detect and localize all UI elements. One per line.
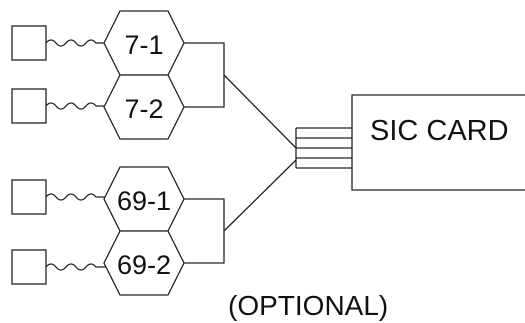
sic-card-box (351, 94, 525, 191)
group-7: 7-1 7-2 (11, 10, 225, 140)
connector (295, 127, 352, 169)
device-box-69-2 (11, 249, 47, 285)
wavy-cable-69-2 (45, 263, 108, 271)
trunk-line-top (223, 74, 297, 149)
node-label-69-1: 69-1 (117, 186, 171, 216)
node-label-7-2: 7-2 (124, 94, 163, 124)
optional-label: (OPTIONAL) (228, 290, 388, 321)
bracket-7 (184, 42, 225, 108)
node-label-69-2: 69-2 (117, 250, 171, 280)
device-box-7-1 (11, 25, 47, 61)
device-box-69-1 (11, 179, 47, 215)
wavy-cable-69-1 (45, 193, 108, 201)
wavy-cable-7-2 (45, 102, 108, 110)
wavy-cable-7-1 (45, 39, 108, 47)
device-box-7-2 (11, 88, 47, 124)
trunk-line-bottom (223, 159, 297, 232)
sic-card-label: SIC CARD (370, 115, 509, 147)
group-69: 69-1 69-2 (11, 166, 225, 296)
bracket-69 (184, 198, 225, 264)
node-label-7-1: 7-1 (124, 30, 163, 60)
